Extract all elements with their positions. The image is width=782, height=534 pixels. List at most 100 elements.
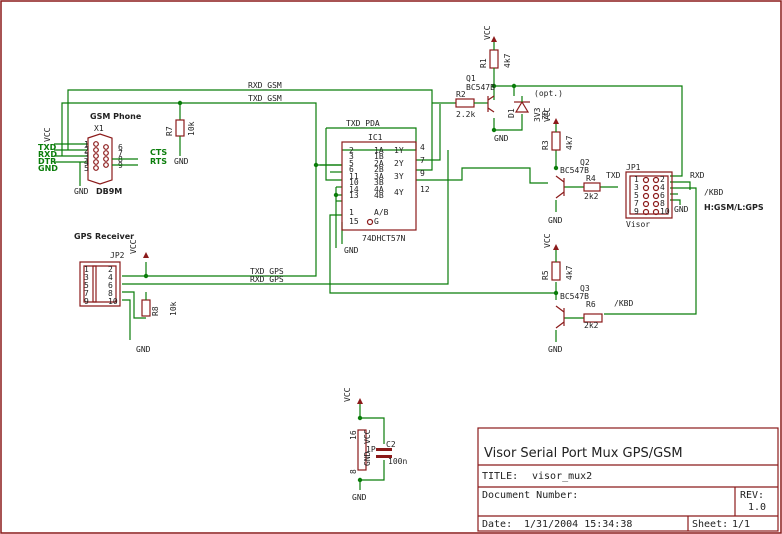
r4-ref: R4: [586, 174, 596, 183]
d1-zener: D1 (opt.) 3V3 ZD: [507, 89, 563, 122]
ic1-g-inversion: [366, 218, 374, 226]
pin-8: 8: [349, 469, 358, 474]
ic1-label-2y: 2Y: [394, 159, 404, 168]
doc-number-label: Document Number:: [482, 490, 578, 501]
r1-resistor: VCC R1 4k7: [479, 25, 512, 86]
ic1-pin-3: 3: [349, 152, 354, 161]
ic1-label-3a: 3A: [374, 172, 384, 181]
ic1-pin-10: 10: [349, 178, 359, 187]
r3-value: 4k7: [565, 135, 574, 150]
ic1-pin-9: 9: [420, 169, 425, 178]
c2-ref: C2: [386, 440, 396, 449]
ic1-label-3b: 3B: [374, 178, 384, 187]
jp1-pin-8: 8: [660, 199, 665, 208]
jp1-visor-connector: JP1 Visor 1 3 5 7 9 2 4 6 8 10 GND: [625, 163, 689, 229]
r3-resistor: VCC R3 4k7: [541, 107, 574, 151]
r1-value: 4k7: [503, 53, 512, 68]
ic1-pin-12: 12: [420, 185, 430, 194]
pin-16: 16: [349, 430, 358, 440]
ic1-ref: IC1: [368, 133, 383, 142]
r1-vcc: VCC: [483, 25, 492, 40]
gsm-vcc: VCC: [43, 127, 52, 142]
q1-transistor: Q1 BC547B GND: [466, 74, 509, 143]
gps-pin-9: 9: [84, 297, 89, 306]
ic1-label-g: G: [374, 217, 379, 226]
gsm-rts: RTS: [150, 157, 167, 166]
r2-ref: R2: [456, 90, 466, 99]
gps-gnd: GND: [136, 345, 151, 354]
gps-pin-4: 4: [108, 273, 113, 282]
date-value: 1/31/2004 15:34:38: [524, 519, 632, 530]
q1-gnd: GND: [494, 134, 509, 143]
gps-label: GPS Receiver: [74, 232, 134, 241]
gps-pin-2: 2: [108, 265, 113, 274]
ic-vcc: VCC: [343, 387, 352, 402]
q1-part: BC547B: [466, 83, 495, 92]
jp1-pin-10: 10: [660, 207, 670, 216]
gps-vcc: VCC: [129, 239, 138, 254]
jp1-pin-5: 5: [634, 191, 639, 200]
rev-label: REV:: [740, 490, 764, 501]
ic1-pin-15: 15: [349, 217, 359, 226]
net-kbd: /KBD: [704, 188, 723, 197]
q2-part: BC547B: [560, 166, 589, 175]
net-kbd-2: /KBD: [614, 299, 633, 308]
title-block: Visor Serial Port Mux GPS/GSM TITLE: vis…: [477, 427, 779, 532]
net-mode: H:GSM/L:GPS: [704, 203, 764, 212]
q2-ref: Q2: [580, 158, 590, 167]
ic1-pin-11: 11: [349, 172, 359, 181]
ic1-pin-1: 1: [349, 208, 354, 217]
q3-transistor: Q3 BC547B GND: [548, 284, 590, 354]
r8-value: 10k: [169, 301, 178, 316]
gps-ref: JP2: [110, 251, 125, 260]
ic1-pin-7: 7: [420, 156, 425, 165]
gps-pin-1: 1: [84, 265, 89, 274]
gps-pin-10: 10: [108, 297, 118, 306]
r5-vcc: VCC: [543, 233, 552, 248]
gps-pin-3: 3: [84, 273, 89, 282]
gsm-pin-1: 1: [84, 140, 89, 149]
q3-part: BC547B: [560, 292, 589, 301]
ic1-pin-2: 2: [349, 146, 354, 155]
ic1-label-4b: 4B: [374, 191, 384, 200]
ic1-part: 74DHCT57N: [362, 234, 406, 243]
sheet-label: Sheet:: [692, 519, 728, 530]
q3-ref: Q3: [580, 284, 590, 293]
jp1-pin-7: 7: [634, 199, 639, 208]
ic-1p: 1P: [366, 445, 376, 454]
gsm-ref: X1: [94, 124, 104, 133]
ic1-label-1y: 1Y: [394, 146, 404, 155]
gsm-pin-6: 6: [118, 143, 123, 152]
c2-value: 100n: [388, 457, 407, 466]
pin-gnd-label: GND: [363, 451, 372, 466]
jp1-pin-3: 3: [634, 183, 639, 192]
ic1-label-4y: 4Y: [394, 188, 404, 197]
ic1-pin-6: 6: [349, 165, 354, 174]
gsm-gnd-label: GND: [74, 187, 89, 196]
ic1-label-1b: 1B: [374, 152, 384, 161]
jp1-pin-2: 2: [660, 175, 665, 184]
r3-ref: R3: [541, 140, 550, 150]
net-rxd-gsm: RXD_GSM: [248, 81, 282, 90]
r5-resistor: VCC R5 4k7: [541, 233, 574, 281]
c2-gnd: GND: [352, 493, 367, 502]
gsm-pin-5: 5: [84, 164, 89, 173]
net-rxd: RXD: [690, 171, 705, 180]
r8-resistor: R8 10k: [141, 292, 178, 317]
gps-pin-8: 8: [108, 289, 113, 298]
jp1-pin-1: 1: [634, 175, 639, 184]
junctions: [143, 83, 559, 483]
r4-resistor: R4 2k2: [583, 174, 601, 201]
jp1-pin-6: 6: [660, 191, 665, 200]
gsm-pin-3: 3: [84, 152, 89, 161]
wires: [54, 85, 697, 490]
ic1-gnd: GND: [344, 246, 359, 255]
d1-ref: D1: [507, 108, 516, 118]
gsm-dtr: DTR: [38, 157, 56, 166]
r5-ref: R5: [541, 270, 550, 280]
